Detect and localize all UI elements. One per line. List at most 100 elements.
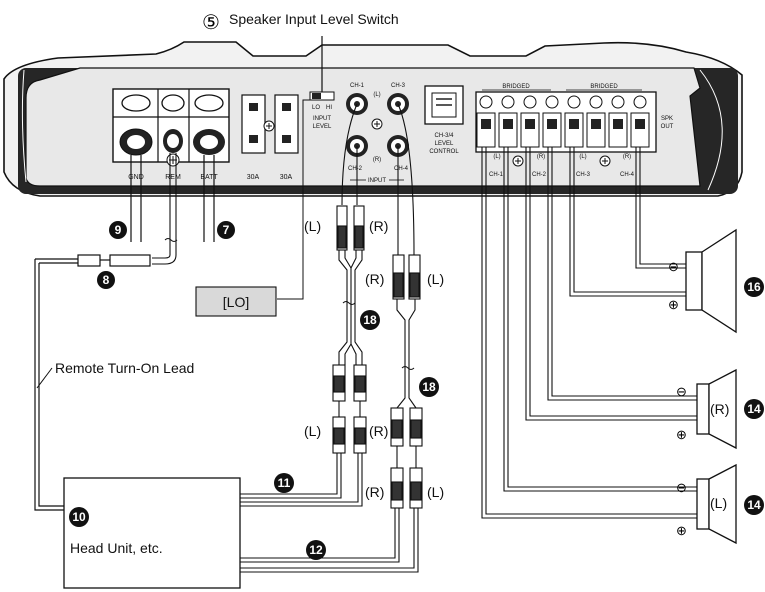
svg-text:(L): (L) xyxy=(427,484,444,500)
svg-text:12: 12 xyxy=(309,543,323,557)
svg-text:(L): (L) xyxy=(579,154,586,160)
number-badges: 9 7 8 18 18 11 10 12 16 14 14 xyxy=(69,221,764,560)
badge-16: 16 xyxy=(744,277,764,297)
svg-text:INPUT: INPUT xyxy=(368,178,386,184)
svg-text:BRIDGED: BRIDGED xyxy=(502,84,530,90)
svg-text:18: 18 xyxy=(422,380,436,394)
svg-text:16: 16 xyxy=(747,280,761,294)
rem-label: REM xyxy=(165,174,181,181)
badge-18-upper: 18 xyxy=(360,310,380,330)
speaker-r-minus: ⊖ xyxy=(676,384,687,399)
speaker-16-minus: ⊖ xyxy=(668,259,679,274)
head-unit: Head Unit, etc. xyxy=(63,477,241,589)
svg-text:LEVEL: LEVEL xyxy=(435,141,454,147)
gnd-terminal[interactable] xyxy=(119,94,153,156)
badge-8: 8 xyxy=(97,271,115,289)
power-terminal-block: GND REM BATT xyxy=(112,88,230,181)
speaker-l-plus: ⊕ xyxy=(676,523,687,538)
ch34-level-control[interactable]: CH-3/4 LEVEL CONTROL xyxy=(424,85,464,155)
speaker-input-level-switch-callout: ⑤ Speaker Input Level Switch xyxy=(202,11,399,92)
rca-input-jacks: CH-1 CH-3 (L) (R) CH-2 CH-4 xyxy=(346,83,409,184)
svg-text:CH-3: CH-3 xyxy=(391,83,406,89)
lo-box-label: [LO] xyxy=(223,294,249,310)
lo-position-box: [LO] xyxy=(195,99,313,317)
callout-number-5: ⑤ xyxy=(202,12,220,34)
speaker-wiring xyxy=(481,147,697,519)
svg-text:(L): (L) xyxy=(427,271,444,287)
svg-text:9: 9 xyxy=(115,223,122,237)
svg-text:CH-2: CH-2 xyxy=(348,166,363,172)
speaker-l-minus: ⊖ xyxy=(676,480,687,495)
svg-text:(R): (R) xyxy=(369,218,388,234)
svg-text:14: 14 xyxy=(747,402,761,416)
badge-9: 9 xyxy=(109,221,127,239)
svg-text:CH-1: CH-1 xyxy=(350,83,365,89)
remote-turn-on-lead-label: Remote Turn-On Lead xyxy=(55,360,194,376)
wire-break-marks xyxy=(164,238,415,370)
svg-text:7: 7 xyxy=(223,223,230,237)
svg-text:(R): (R) xyxy=(373,157,381,163)
speaker-14-left: ⊖ ⊕ (L) xyxy=(676,463,737,545)
svg-text:CH-3/4: CH-3/4 xyxy=(434,133,454,139)
remote-lead-pointer: Remote Turn-On Lead xyxy=(36,360,194,389)
fuse-2[interactable] xyxy=(274,94,299,154)
speaker-output-block: BRIDGED BRIDGED xyxy=(475,84,674,178)
badge-14-left: 14 xyxy=(744,495,764,515)
svg-text:HI: HI xyxy=(326,105,332,111)
callout-label: Speaker Input Level Switch xyxy=(229,11,399,27)
svg-text:(L): (L) xyxy=(304,218,321,234)
svg-text:11: 11 xyxy=(278,476,291,490)
svg-text:BRIDGED: BRIDGED xyxy=(590,84,618,90)
svg-text:CH-1: CH-1 xyxy=(489,172,504,178)
speaker-16-plus: ⊕ xyxy=(668,297,679,312)
fuse-1-rating: 30A xyxy=(247,174,260,181)
ground-screw-icon xyxy=(166,153,180,167)
svg-text:(L): (L) xyxy=(493,154,500,160)
power-wiring xyxy=(34,153,215,511)
badge-12: 12 xyxy=(306,540,326,560)
rca-cables xyxy=(240,103,423,573)
speaker-r-label: (R) xyxy=(710,401,729,417)
speaker-r-plus: ⊕ xyxy=(676,427,687,442)
spk-ground-screw-icon-2 xyxy=(599,155,611,167)
badge-11: 11 xyxy=(274,473,294,493)
rem-terminal[interactable] xyxy=(161,94,185,153)
gnd-label: GND xyxy=(128,174,144,181)
svg-text:(R): (R) xyxy=(537,154,545,160)
svg-text:(R): (R) xyxy=(365,271,384,287)
svg-text:CH-4: CH-4 xyxy=(394,166,409,172)
batt-label: BATT xyxy=(200,174,218,181)
svg-text:10: 10 xyxy=(72,510,86,524)
svg-text:(R): (R) xyxy=(369,423,388,439)
batt-terminal[interactable] xyxy=(193,94,225,155)
svg-text:8: 8 xyxy=(103,273,110,287)
rca-ground-screw-icon xyxy=(371,118,383,130)
badge-7: 7 xyxy=(217,221,235,239)
spk-ground-screw-icon xyxy=(512,155,524,167)
svg-text:18: 18 xyxy=(363,313,377,327)
speaker-14-right: ⊖ ⊕ (R) xyxy=(676,368,737,450)
svg-text:CH-4: CH-4 xyxy=(620,172,635,178)
head-unit-label: Head Unit, etc. xyxy=(70,540,163,556)
speaker-16: ⊖ ⊕ xyxy=(668,228,737,334)
svg-text:CH-3: CH-3 xyxy=(576,172,591,178)
fuse-block: 30A 30A xyxy=(241,94,299,181)
svg-text:SPK: SPK xyxy=(661,116,673,122)
fuse-2-rating: 30A xyxy=(280,174,293,181)
svg-text:(R): (R) xyxy=(623,154,631,160)
speaker-terminal-screws xyxy=(476,95,650,148)
svg-text:(L): (L) xyxy=(373,92,380,98)
fuse-screw-icon xyxy=(263,120,275,132)
svg-text:14: 14 xyxy=(747,498,761,512)
speaker-l-label: (L) xyxy=(710,495,727,511)
svg-text:INPUT: INPUT xyxy=(313,116,331,122)
svg-text:CONTROL: CONTROL xyxy=(429,149,459,155)
svg-text:CH-2: CH-2 xyxy=(532,172,547,178)
cable-lr-labels: (L) (R) (R) (L) (L) (R) (R) (L) xyxy=(304,218,444,500)
svg-text:OUT: OUT xyxy=(661,124,674,130)
amplifier: GND REM BATT 30A 30A xyxy=(3,41,743,197)
badge-18-lower: 18 xyxy=(419,377,439,397)
badge-10: 10 xyxy=(69,507,89,527)
badge-14-right: 14 xyxy=(744,399,764,419)
